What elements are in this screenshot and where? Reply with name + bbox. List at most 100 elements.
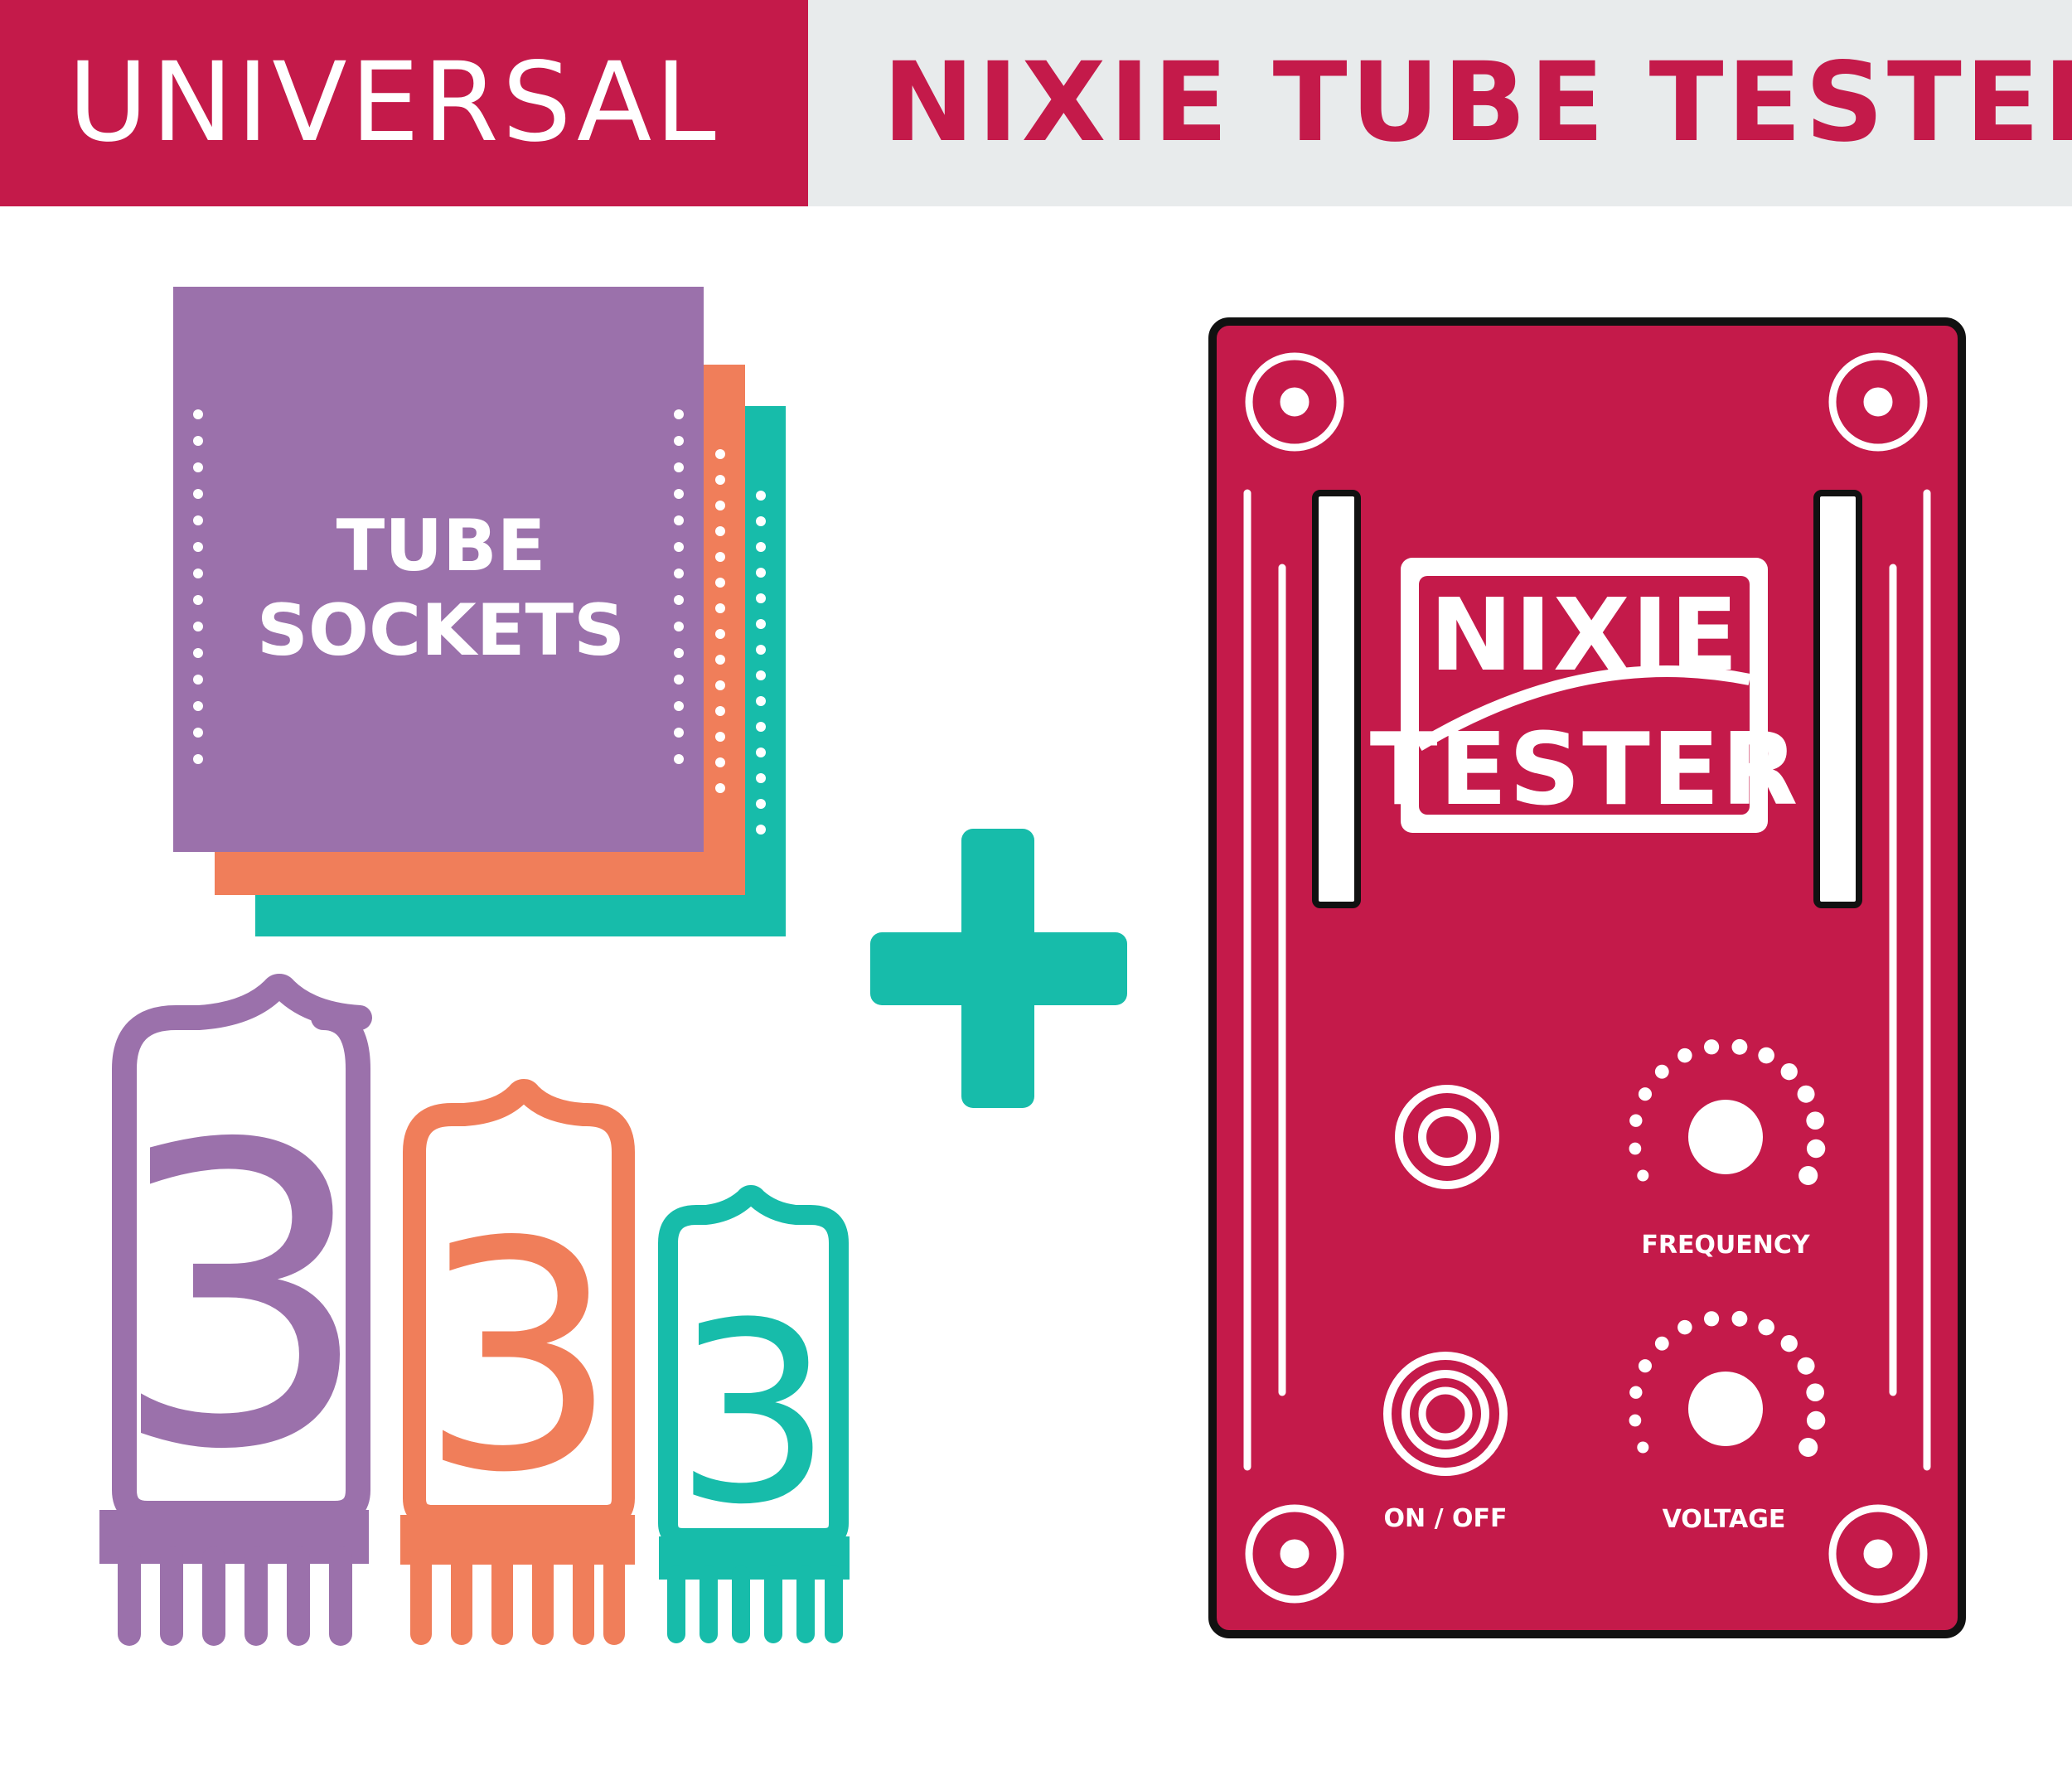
knob-scale-dot [1797, 1357, 1815, 1375]
knob-scale-dot [1731, 1310, 1748, 1327]
socket-pin-dot [193, 409, 203, 419]
socket-pin-dot [756, 568, 766, 578]
socket-pin-dot [756, 542, 766, 552]
knob-scale-dot [1637, 1169, 1649, 1182]
knob-scale-dot [1806, 1410, 1826, 1430]
logo-tester-text: TESTER [1370, 713, 1799, 828]
power-jack-upper[interactable] [1395, 1085, 1499, 1189]
socket-pin-dot [674, 675, 684, 685]
knob-scale-dot [1629, 1114, 1643, 1127]
knob-scale-dot [1654, 1064, 1669, 1079]
knob-scale-dot [1638, 1087, 1652, 1101]
socket-pin-dot [193, 515, 203, 525]
knob-scale-dot [1638, 1359, 1652, 1373]
tube-digit-teal: 3 [675, 1270, 833, 1559]
knob-scale-dot [1629, 1142, 1642, 1155]
nixie-tester-logo: NIXIE TESTER [1370, 558, 1799, 833]
mounting-holes [1245, 352, 1928, 1604]
socket-pin-dot [715, 526, 725, 536]
socket-pin-dot [674, 489, 684, 499]
socket-pin-dot [715, 475, 725, 485]
frequency-knob[interactable] [1688, 1100, 1763, 1174]
socket-pin-dot [674, 515, 684, 525]
knob-scale-dot [1654, 1336, 1669, 1351]
socket-pin-dot [756, 773, 766, 783]
power-label: ON / OFF [1384, 1504, 1508, 1533]
socket-pin-dot [674, 622, 684, 631]
frequency-scale-dots [1629, 1038, 1826, 1186]
tube-digit-orange: 3 [419, 1174, 619, 1541]
logo-nixie-text: NIXIE [1430, 578, 1740, 694]
socket-pin-dot [756, 722, 766, 732]
knob-scale-dot [1780, 1335, 1798, 1352]
knob-scale-dot [1797, 1085, 1815, 1103]
socket-pin-dot [715, 449, 725, 459]
voltage-label: VOLTAGE [1663, 1505, 1786, 1534]
display-window-left [1312, 490, 1361, 908]
socket-pin-dot [193, 648, 203, 658]
knob-scale-dot [1806, 1383, 1825, 1402]
tube-sockets-stack: TUBE SOCKETS [173, 287, 786, 936]
panel-stripes [1243, 489, 1931, 1471]
voltage-knob[interactable] [1688, 1372, 1763, 1446]
socket-pin-dot [715, 732, 725, 742]
sockets-label-line1: TUBE [336, 505, 546, 588]
socket-pin-dot [756, 645, 766, 655]
socket-pin-dot [674, 436, 684, 446]
socket-pin-dot [674, 409, 684, 419]
socket-pin-dot [674, 754, 684, 764]
plus-icon [870, 829, 1127, 1108]
socket-pin-dot [674, 462, 684, 472]
socket-pin-dot [756, 491, 766, 501]
header-title-tester: NIXIE TUBE TESTER [883, 39, 2072, 167]
socket-pin-dot [715, 680, 725, 690]
tube-digit-purple: 3 [109, 1057, 373, 1540]
nixie-tube-teal: 3 [658, 1185, 850, 1643]
socket-pin-dot [715, 706, 725, 716]
socket-pin-dot [674, 648, 684, 658]
socket-pin-dot [193, 675, 203, 685]
socket-pin-dot [756, 670, 766, 680]
header-left-block: UNIVERSAL [0, 0, 808, 206]
socket-pin-dot [715, 629, 725, 639]
socket-pin-dot [715, 603, 725, 613]
knob-scale-dot [1780, 1063, 1798, 1081]
knob-scale-dot [1758, 1047, 1774, 1064]
socket-pin-dot [756, 516, 766, 526]
header-right-block: NIXIE TUBE TESTER [808, 0, 2072, 206]
socket-pin-dot [193, 754, 203, 764]
socket-pin-dot [715, 501, 725, 510]
socket-pin-dot [715, 655, 725, 665]
tester-panel: NIXIE TESTER ON / OFF FREQUENCY VOLTAGE [1208, 317, 1966, 1638]
socket-pin-dot [193, 542, 203, 552]
knob-scale-dot [1677, 1048, 1692, 1063]
socket-pin-dot [674, 701, 684, 711]
knob-scale-dot [1703, 1311, 1720, 1327]
frequency-label: FREQUENCY [1641, 1231, 1811, 1260]
socket-pin-dot [715, 552, 725, 562]
socket-pin-dot [756, 799, 766, 809]
knob-scale-dot [1677, 1319, 1692, 1335]
knob-scale-dot [1806, 1139, 1826, 1159]
knob-scale-dot [1806, 1111, 1825, 1130]
knob-scale-dot [1758, 1318, 1774, 1336]
socket-pin-dot [193, 569, 203, 578]
knob-scale-dot [1798, 1437, 1818, 1458]
knob-scale-dot [1703, 1039, 1720, 1055]
header-title-universal: UNIVERSAL [68, 39, 719, 167]
socket-pin-dot [674, 542, 684, 552]
socket-pin-dot [756, 825, 766, 835]
socket-pin-dot [193, 462, 203, 472]
knob-scale-dot [1629, 1414, 1642, 1427]
socket-pin-dot [193, 436, 203, 446]
knob-scale-dot [1629, 1386, 1643, 1399]
header-banner: UNIVERSAL NIXIE TUBE TESTER [0, 0, 2072, 206]
voltage-scale-dots [1629, 1310, 1826, 1458]
display-window-right [1813, 490, 1862, 908]
socket-pin-dot [193, 622, 203, 631]
socket-pin-dot [193, 489, 203, 499]
knob-scale-dot [1637, 1441, 1649, 1454]
power-switch[interactable] [1383, 1352, 1508, 1476]
socket-pin-dot [715, 783, 725, 793]
